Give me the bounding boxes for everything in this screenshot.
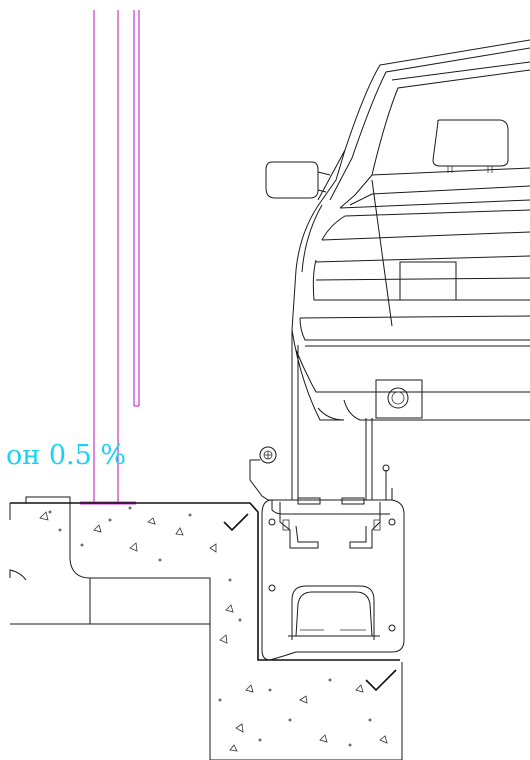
check-mark-bottom — [365, 669, 397, 692]
guide-lines — [80, 10, 140, 505]
drain-channel — [249, 446, 405, 661]
car-rear-view — [265, 39, 530, 500]
slope-label-prefix: он — [6, 440, 41, 471]
slope-value: 0.5 % — [48, 440, 127, 471]
check-mark-top — [223, 513, 249, 532]
slope-annotation: он 0.5 % — [6, 440, 126, 471]
concrete-hatch — [39, 506, 388, 752]
foundation — [9, 496, 403, 760]
